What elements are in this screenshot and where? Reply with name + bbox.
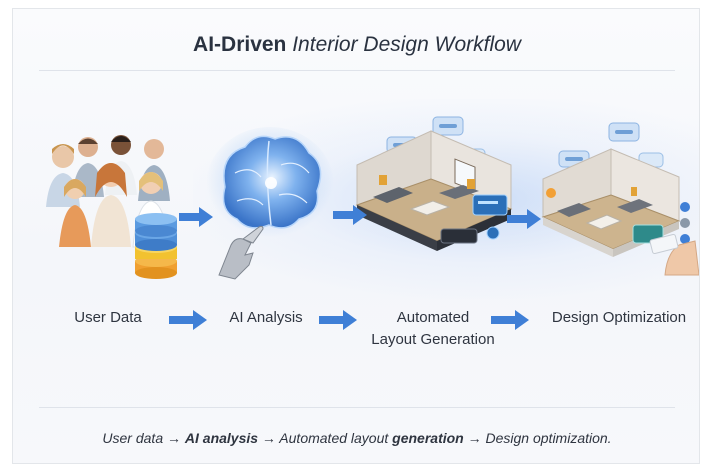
hand-icon	[649, 233, 699, 276]
caption-part: User data	[102, 430, 164, 446]
screen-panel-icon	[440, 228, 478, 244]
screen-panel-icon	[472, 194, 508, 216]
workflow-caption: User data → AI analysis → Automated layo…	[13, 430, 699, 446]
step-label-design-optimization: Design Optimization	[551, 309, 687, 326]
database-icon	[135, 213, 177, 279]
flow-arrow-icon	[319, 310, 357, 330]
flow-arrow-icon	[333, 205, 367, 225]
caption-divider	[39, 407, 675, 408]
person-icon	[91, 163, 131, 247]
step-label-layout-generation: Automated Layout Generation	[359, 307, 507, 351]
optimization-room-illustration	[541, 122, 699, 276]
step-label-user-data: User Data	[74, 309, 142, 326]
caption-part-bold: generation	[392, 430, 464, 446]
flow-arrow-icon	[507, 209, 541, 229]
status-icon	[680, 202, 690, 244]
step-label-line: Automated	[396, 309, 470, 326]
user-data-illustration	[46, 135, 177, 279]
brain-icon	[222, 135, 322, 229]
layout-room-illustration	[355, 116, 513, 251]
flow-arrow-icon	[179, 207, 213, 227]
ui-card-icon	[608, 122, 640, 142]
step-label-line: Layout Generation	[371, 331, 495, 348]
ui-card-icon	[432, 116, 464, 136]
step-label-ai-analysis: AI Analysis	[229, 309, 303, 326]
caption-part-bold: AI analysis	[184, 430, 259, 446]
robot-hand-icon	[218, 225, 264, 280]
caption-part: → Automated layout	[258, 430, 393, 446]
person-icon	[59, 179, 91, 247]
diagram-title: AI-Driven Interior Design Workflow	[13, 33, 699, 57]
title-bold: AI-Driven	[193, 33, 287, 56]
caption-arrow: →	[163, 430, 185, 446]
title-divider	[39, 70, 675, 71]
title-italic: Interior Design Workflow	[286, 33, 521, 56]
flow-arrow-icon	[491, 310, 529, 330]
diagram-frame: AI-Driven Interior Design Workflow	[12, 8, 700, 464]
flow-arrow-icon	[169, 310, 207, 330]
warning-icon	[546, 188, 556, 198]
caption-part: → Design optimization.	[463, 430, 612, 446]
ai-brain-illustration	[206, 127, 334, 280]
